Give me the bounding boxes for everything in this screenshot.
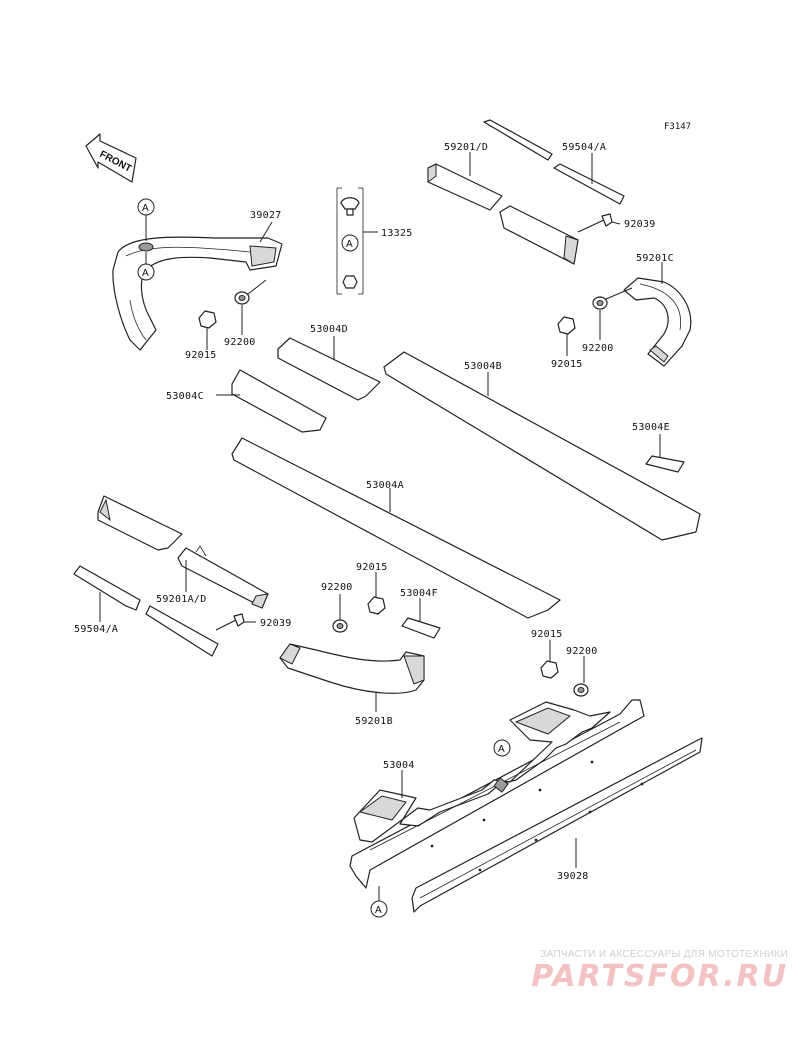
part-39027-grab-rail <box>112 236 283 351</box>
label-92015-right: 92015 <box>551 359 583 370</box>
part-13325-assembly: A <box>336 187 378 295</box>
washer-92200-middle <box>332 619 348 633</box>
label-92200-middle: 92200 <box>321 582 353 593</box>
svg-text:A: A <box>142 203 149 214</box>
part-53004b-mat <box>383 351 701 541</box>
callout-a-icon: A <box>137 252 155 281</box>
nut-92015-middle <box>367 596 386 615</box>
part-53004c-mat <box>231 369 327 433</box>
watermark-brand: PARTSFOR.RU <box>531 959 788 994</box>
label-59504-a-bottom: 59504/A <box>74 624 118 635</box>
bolt-92039-top <box>577 213 613 233</box>
part-59504-a-bottom-strip <box>73 565 219 657</box>
part-53004d-mat <box>277 337 381 401</box>
label-92200-bottom: 92200 <box>566 646 598 657</box>
label-59201b: 59201B <box>355 716 393 727</box>
label-13325: 13325 <box>381 228 413 239</box>
part-59504-a-top-strip <box>483 119 625 205</box>
part-59201a-d-rail <box>97 495 269 609</box>
part-53004a-mat <box>231 437 561 619</box>
label-53004a: 53004A <box>366 480 404 491</box>
label-59504-a-top: 59504/A <box>562 142 606 153</box>
label-53004c: 53004C <box>166 391 204 402</box>
part-53004f-pad <box>401 617 441 639</box>
label-53004b: 53004B <box>464 361 502 372</box>
nut-92015-left <box>198 310 217 329</box>
callout-a-icon: A <box>493 739 511 757</box>
label-92200-right: 92200 <box>582 343 614 354</box>
svg-text:A: A <box>142 268 149 279</box>
label-53004f: 53004F <box>400 588 438 599</box>
front-arrow-icon: FRONT <box>85 133 137 183</box>
watermark: ЗАПЧАСТИ И АКСЕССУАРЫ ДЛЯ МОТОТЕХНИКИ PA… <box>468 949 788 994</box>
label-92015-left: 92015 <box>185 350 217 361</box>
label-39028: 39028 <box>557 871 589 882</box>
part-59201-d-top-rail <box>427 163 579 265</box>
part-59201b-rail <box>279 643 425 694</box>
label-92039-bottom: 92039 <box>260 618 292 629</box>
washer-92200-left <box>234 291 250 305</box>
part-53004-frame <box>349 699 645 889</box>
washer-92200-bottom <box>573 683 589 697</box>
label-59201a-d: 59201A/D <box>156 594 207 605</box>
bolt-92039-bottom <box>215 613 245 631</box>
washer-92200-right <box>592 296 608 310</box>
callout-a-icon: A <box>346 239 353 250</box>
part-39028-trim <box>411 737 703 913</box>
label-92015-bottom: 92015 <box>531 629 563 640</box>
part-59201c-rail-end <box>623 277 692 367</box>
label-53004e: 53004E <box>632 422 670 433</box>
nut-92015-bottom <box>540 660 559 679</box>
label-92015-middle: 92015 <box>356 562 388 573</box>
figure-code: F3147 <box>664 122 691 132</box>
label-92039-top: 92039 <box>624 219 656 230</box>
nut-92015-right <box>557 316 576 335</box>
label-59201-d-top: 59201/D <box>444 142 488 153</box>
part-53004e-pad <box>645 455 685 473</box>
svg-text:A: A <box>498 744 505 755</box>
svg-text:A: A <box>375 905 382 916</box>
callout-a-icon: A <box>370 886 388 918</box>
label-59201c: 59201C <box>636 253 674 264</box>
label-53004d: 53004D <box>310 324 348 335</box>
label-92200-left: 92200 <box>224 337 256 348</box>
label-39027: 39027 <box>250 210 282 221</box>
label-53004: 53004 <box>383 760 415 771</box>
callout-a-icon: A <box>137 198 155 241</box>
watermark-subtitle: ЗАПЧАСТИ И АКСЕССУАРЫ ДЛЯ МОТОТЕХНИКИ <box>540 949 788 960</box>
